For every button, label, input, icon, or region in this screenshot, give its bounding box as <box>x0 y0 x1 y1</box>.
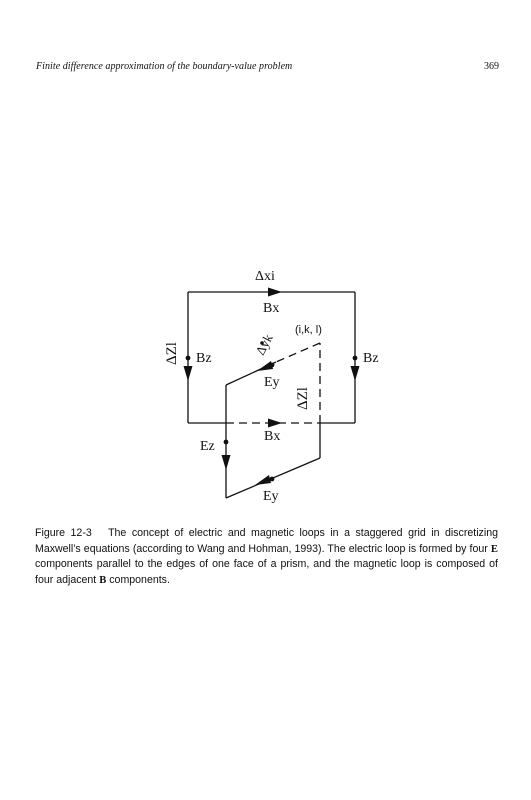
ez-dot <box>223 439 229 445</box>
ey-lower-dot <box>269 476 275 482</box>
bz-left-dot <box>185 355 191 361</box>
bz-left-arrowhead <box>183 366 193 381</box>
ey-lower-label: Ey <box>263 489 279 504</box>
ez-arrowhead <box>221 455 231 470</box>
bz-right-dot <box>352 355 358 361</box>
ey-upper-dot <box>269 362 275 368</box>
bx-bottom-label: Bx <box>264 429 280 444</box>
page-number: 369 <box>484 61 499 72</box>
ey-upper-arrowhead <box>257 361 273 371</box>
bx-top-dot <box>268 289 274 295</box>
figure-caption: Figure 12-3 The concept of electric and … <box>35 526 498 589</box>
caption-label: Figure 12-3 <box>35 527 92 539</box>
caption-bold-e: E <box>490 543 498 555</box>
bx-bottom-dot <box>268 420 274 426</box>
electric-loop-top-dashed <box>275 342 321 363</box>
caption-text-1: The concept of electric and magnetic loo… <box>35 527 498 555</box>
bx-top-label: Bx <box>263 301 279 316</box>
bz-right-label: Bz <box>363 351 379 366</box>
delta-xi-label: Δxi <box>255 269 275 284</box>
delta-zl-inner-label: ΔZl <box>295 387 311 410</box>
bz-left-label: Bz <box>196 351 212 366</box>
bz-right-arrowhead <box>350 366 360 381</box>
ey-lower-arrowhead <box>255 475 271 485</box>
delta-yk-dot <box>260 341 264 345</box>
delta-zl-left-label: ΔZl <box>164 342 180 365</box>
caption-text-3: components. <box>109 574 170 587</box>
ez-label: Ez <box>200 439 215 454</box>
index-ikl-label: (i,k, l) <box>295 324 322 336</box>
delta-yk-label: Δyk <box>252 331 276 357</box>
caption-bold-b: B <box>99 575 107 587</box>
ey-upper-label: Ey <box>264 375 280 390</box>
caption-text-2: components parallel to the edges of one … <box>35 558 498 587</box>
running-title: Finite difference approximation of the b… <box>36 61 293 72</box>
